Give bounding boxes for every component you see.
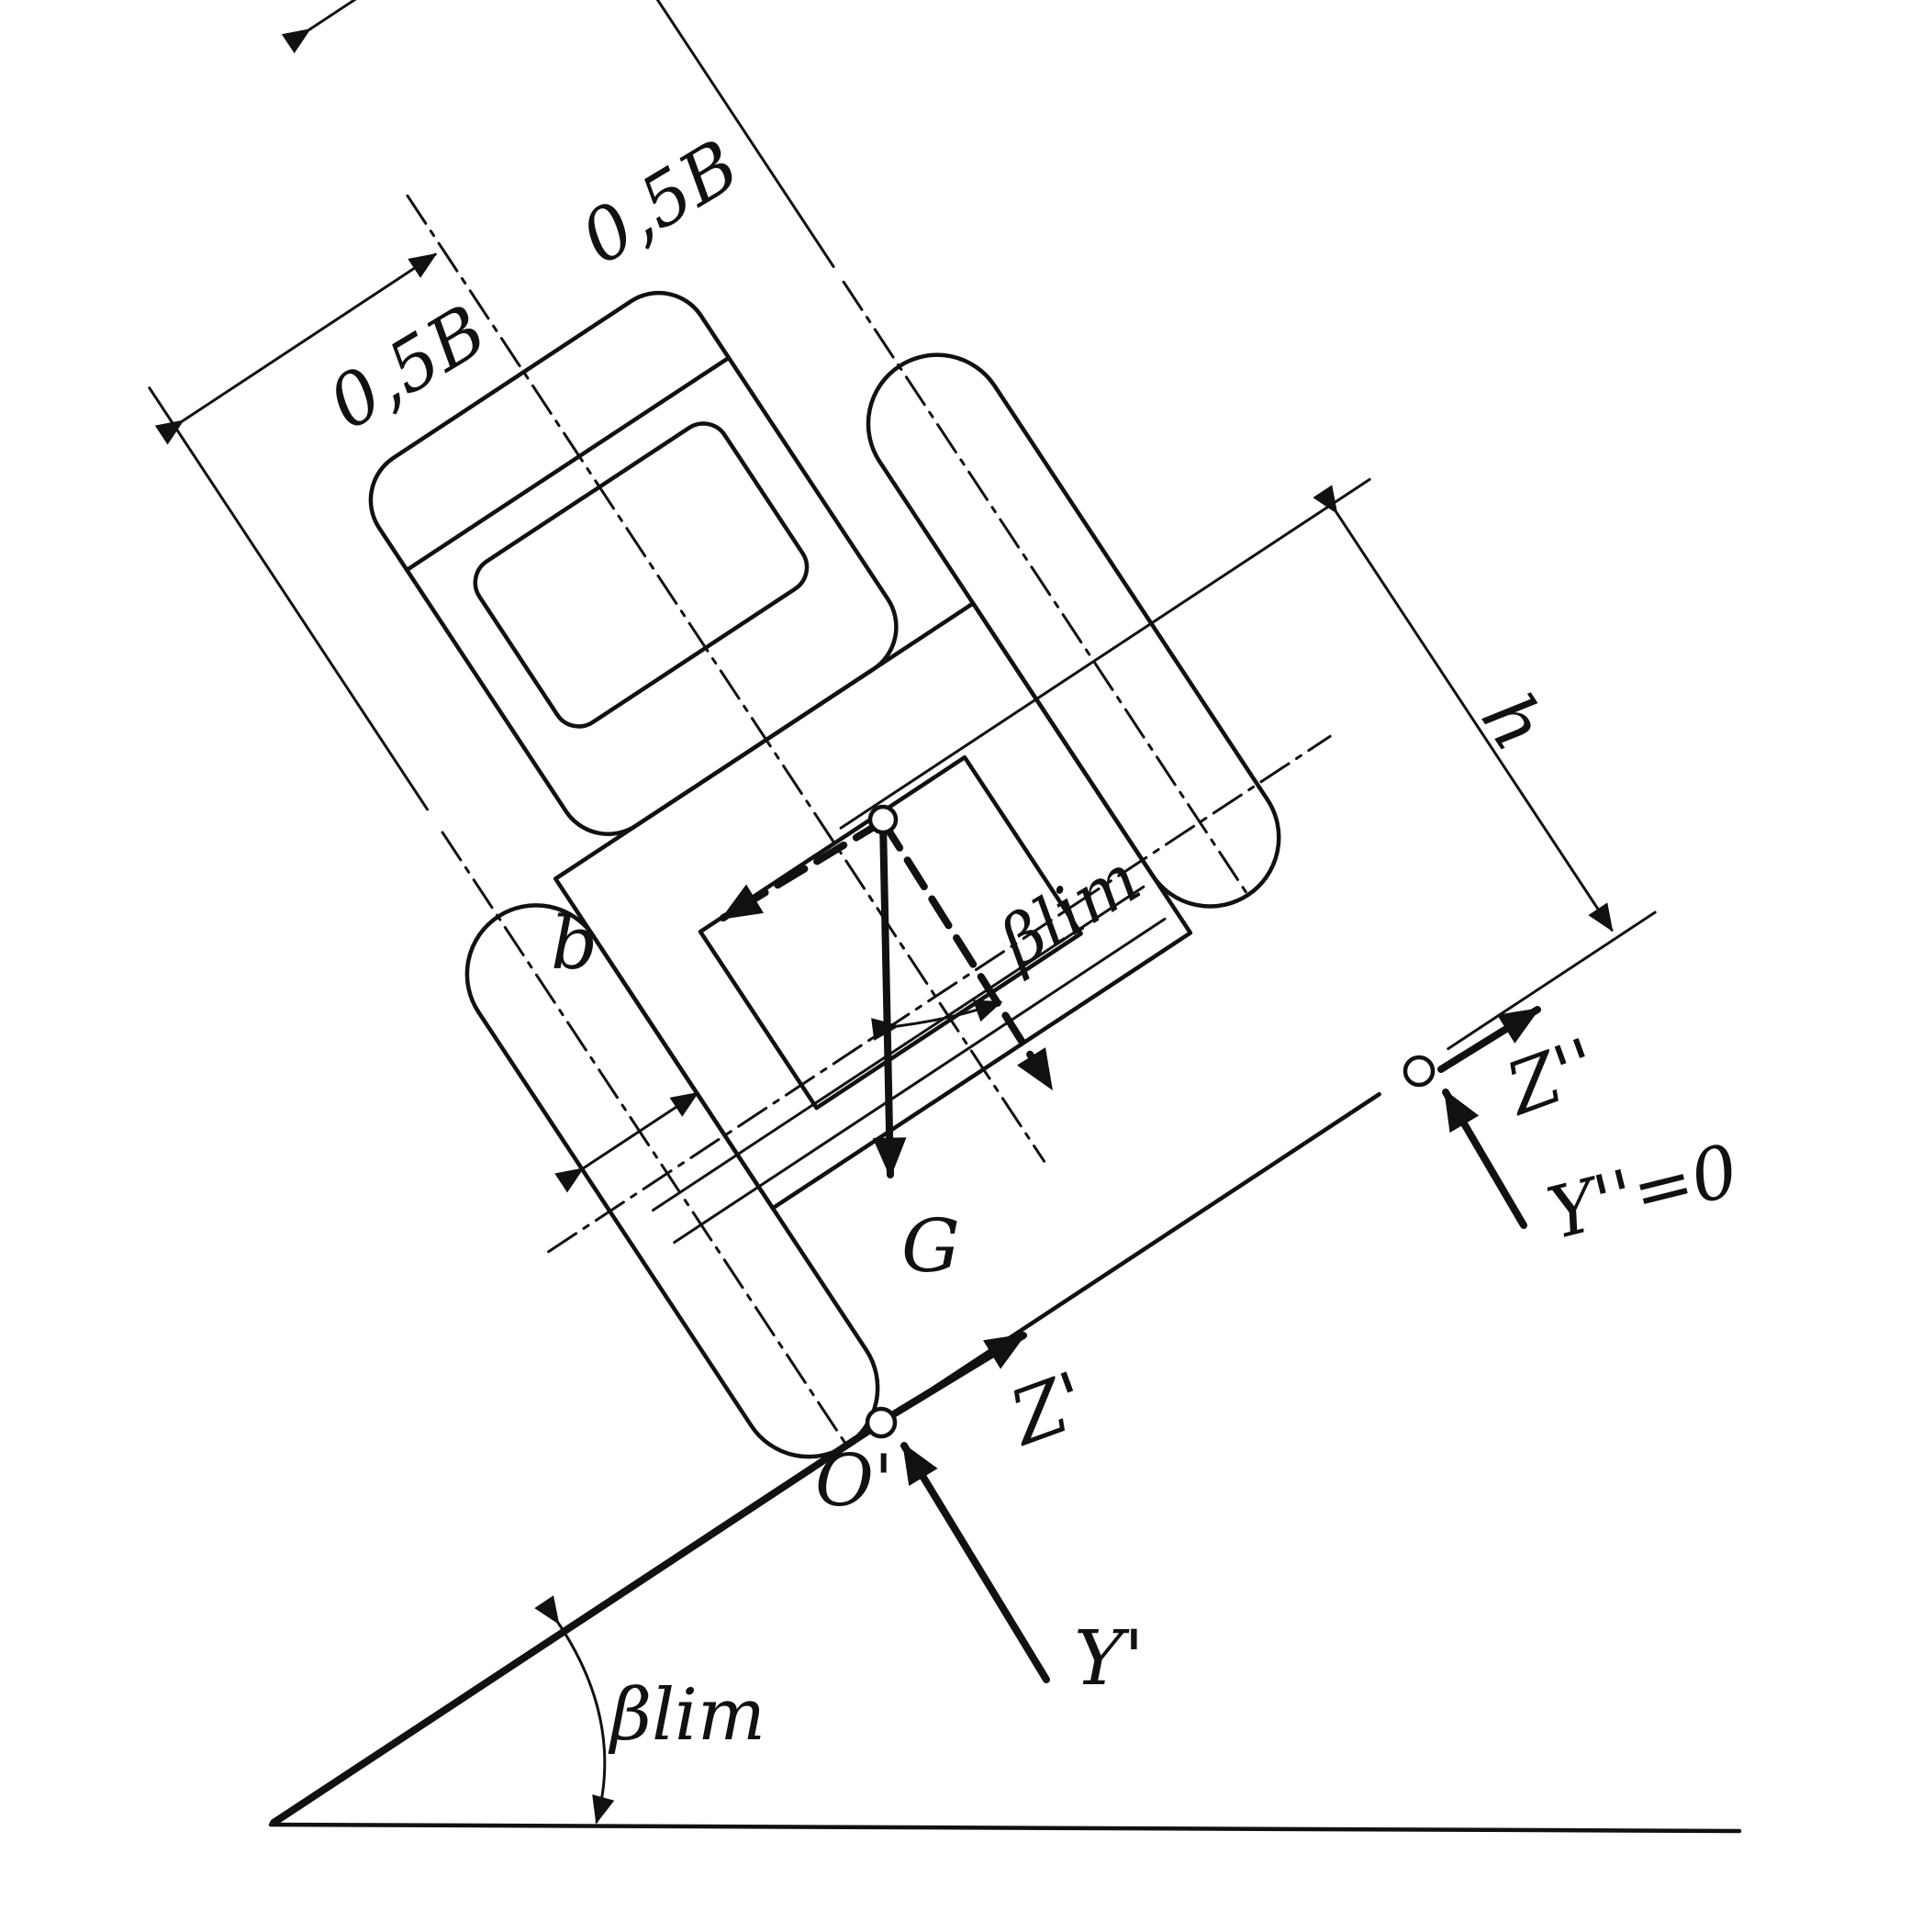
label-half-track-right: 0,5B bbox=[567, 125, 753, 282]
pivot-point-upper bbox=[1403, 1055, 1436, 1088]
label-pivot: O' bbox=[815, 1440, 893, 1523]
cabin-roof-line bbox=[405, 355, 732, 573]
weight-component-lateral bbox=[720, 818, 887, 921]
force-y-upper-arrow bbox=[1442, 1089, 1527, 1229]
label-z-lower: Z' bbox=[998, 1356, 1099, 1463]
dimension-tire-width bbox=[554, 1091, 699, 1193]
slope-line bbox=[270, 1419, 885, 1826]
label-y-upper: Y''=0 bbox=[1540, 1129, 1747, 1256]
label-half-track-left: 0,5B bbox=[315, 290, 500, 447]
label-cg-height: h bbox=[1465, 679, 1562, 765]
dimension-cg-height bbox=[1313, 485, 1614, 932]
label-beta-slope: βlim bbox=[608, 1674, 766, 1757]
force-z-upper-arrow bbox=[1437, 1006, 1541, 1073]
left-tire-centerline bbox=[441, 831, 848, 1447]
ground-line bbox=[268, 1822, 1742, 1834]
slope-angle-arc bbox=[534, 1595, 615, 1825]
weight-component-down-slope bbox=[879, 818, 1055, 1091]
cg-point bbox=[867, 804, 899, 835]
right-width-extension bbox=[539, 0, 835, 269]
label-z-upper: Z'' bbox=[1494, 1023, 1609, 1133]
dimension-half-track-left bbox=[154, 252, 438, 445]
cabin-window bbox=[473, 421, 810, 729]
force-y-lower-arrow bbox=[900, 1442, 1050, 1683]
dimension-half-track-right bbox=[281, 0, 561, 54]
left-width-extension bbox=[148, 386, 430, 811]
h-extension-bottom bbox=[1447, 910, 1657, 1051]
label-weight: G bbox=[901, 1203, 960, 1289]
body-angle-arc bbox=[871, 1000, 1003, 1041]
pivot-point-lower bbox=[865, 1406, 898, 1439]
engine-axis-line bbox=[652, 885, 1145, 1212]
label-tire-width: b bbox=[551, 900, 598, 986]
axle-centerline bbox=[547, 734, 1332, 1254]
axle-lower-line bbox=[673, 917, 1167, 1245]
body-centerline bbox=[406, 194, 1046, 1163]
force-z-lower-arrow bbox=[891, 1332, 1027, 1417]
cabin bbox=[368, 290, 899, 836]
tractor-body bbox=[148, 0, 1657, 1459]
right-tire-centerline bbox=[842, 280, 1250, 897]
h-extension-top bbox=[839, 477, 1371, 830]
label-beta-body: βlim bbox=[984, 839, 1153, 984]
label-y-lower: Y' bbox=[1074, 1615, 1145, 1703]
weight-arrow bbox=[872, 818, 907, 1178]
